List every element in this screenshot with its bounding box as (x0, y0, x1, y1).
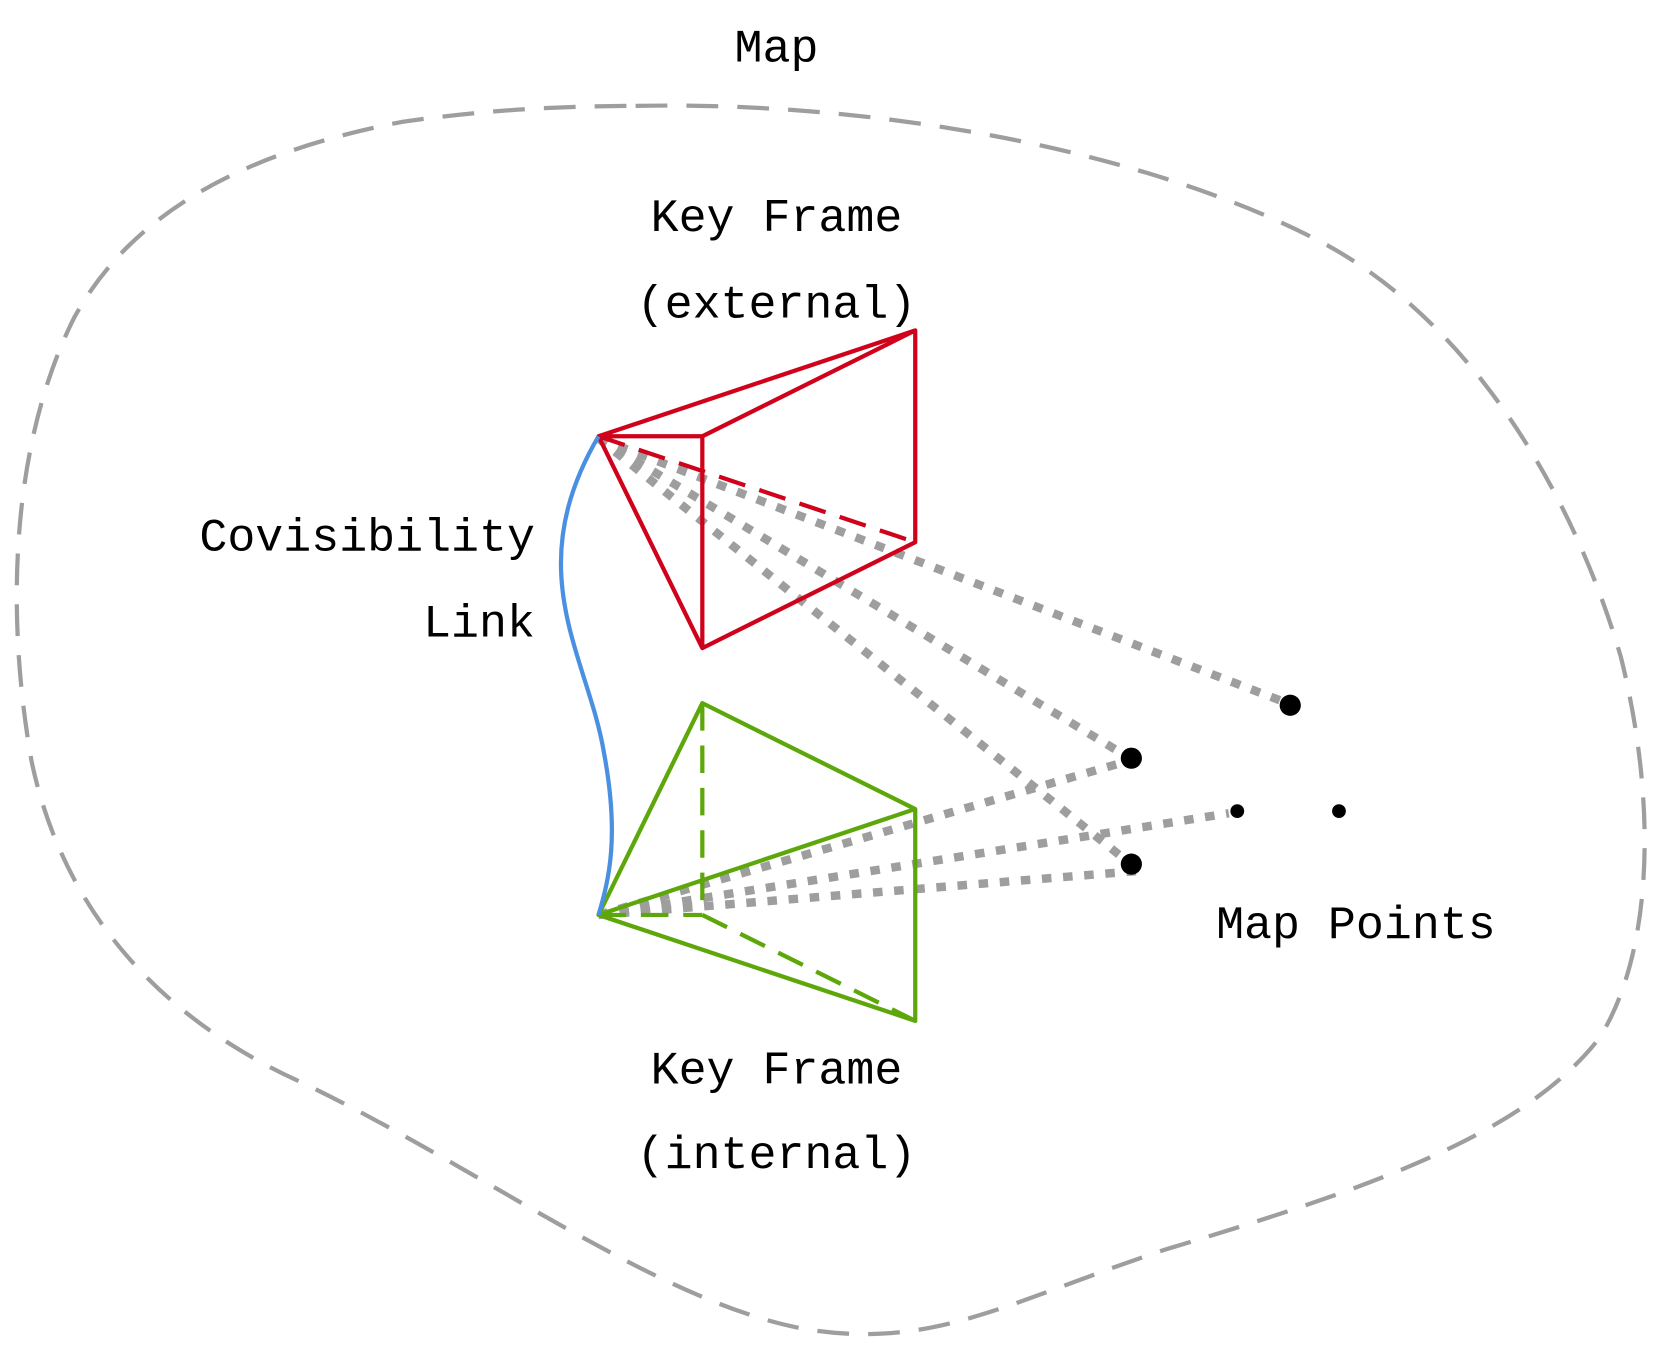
internal-frustum-edges (596, 701, 918, 1023)
observation-line (596, 434, 1126, 758)
map-points-label: Map Points (1216, 899, 1496, 952)
map-point (1279, 694, 1301, 716)
map-point (1120, 853, 1142, 875)
internal-frustum-hidden-edge (701, 913, 917, 1023)
covisibility-label-line2: Link (423, 597, 535, 650)
map-points (1120, 694, 1346, 875)
external-frustum-hidden-edge (597, 434, 916, 545)
observation-line (595, 435, 1126, 862)
observation-line (598, 866, 1145, 920)
internal-keyframe-label-line1: Key Frame (651, 1044, 903, 1097)
map-point (1120, 747, 1142, 769)
map-title: Map (735, 22, 819, 75)
internal-keyframe (596, 701, 918, 1023)
map-point (1230, 804, 1245, 819)
map-point (1332, 804, 1346, 819)
covisibility-link (558, 435, 615, 916)
map-boundary (14, 103, 1647, 1337)
external-frustum-edges (596, 328, 918, 651)
observation-line (596, 434, 1284, 705)
external-keyframe-label-line1: Key Frame (651, 192, 903, 245)
external-keyframe-label-line2: (external) (637, 279, 917, 332)
observation-line (597, 758, 1125, 920)
external-keyframe (596, 328, 918, 651)
internal-keyframe-label-line2: (internal) (637, 1129, 917, 1182)
covisibility-label-line1: Covisibility (199, 512, 535, 565)
